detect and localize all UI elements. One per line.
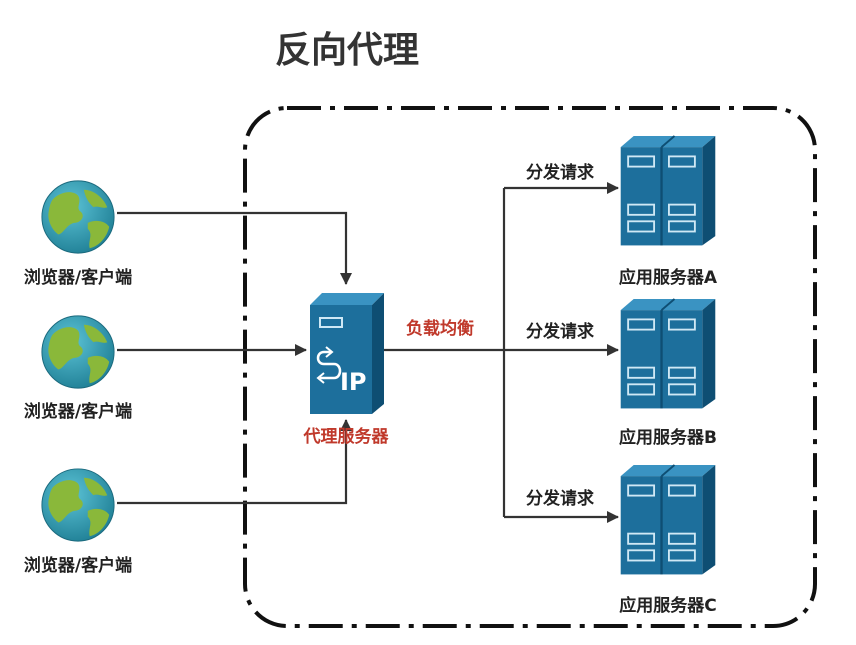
server-b-label: 应用服务器B xyxy=(619,427,717,448)
client-1-globe-icon xyxy=(42,181,114,253)
client-1-label: 浏览器/客户端 xyxy=(24,267,132,288)
client-2-globe-icon xyxy=(42,316,114,388)
load-balance-label: 负载均衡 xyxy=(406,318,474,339)
server-c-edge-label: 分发请求 xyxy=(526,488,594,509)
edge-client-1-to-proxy xyxy=(117,213,346,284)
server-b-icon xyxy=(621,299,716,408)
diagram-title: 反向代理 xyxy=(275,30,419,71)
proxy-server-icon: IP xyxy=(310,293,384,414)
client-3-label: 浏览器/客户端 xyxy=(24,555,132,576)
server-a-label: 应用服务器A xyxy=(619,267,718,288)
server-c-icon xyxy=(621,465,716,574)
server-a-edge-label: 分发请求 xyxy=(526,162,594,183)
server-c-label: 应用服务器C xyxy=(619,595,716,616)
proxy-server-label: 代理服务器 xyxy=(303,426,390,447)
server-b-edge-label: 分发请求 xyxy=(526,321,594,342)
client-2-label: 浏览器/客户端 xyxy=(24,401,132,422)
proxy-ip-badge: IP xyxy=(340,368,367,396)
server-a-icon xyxy=(621,136,716,245)
client-3-globe-icon xyxy=(42,469,114,541)
